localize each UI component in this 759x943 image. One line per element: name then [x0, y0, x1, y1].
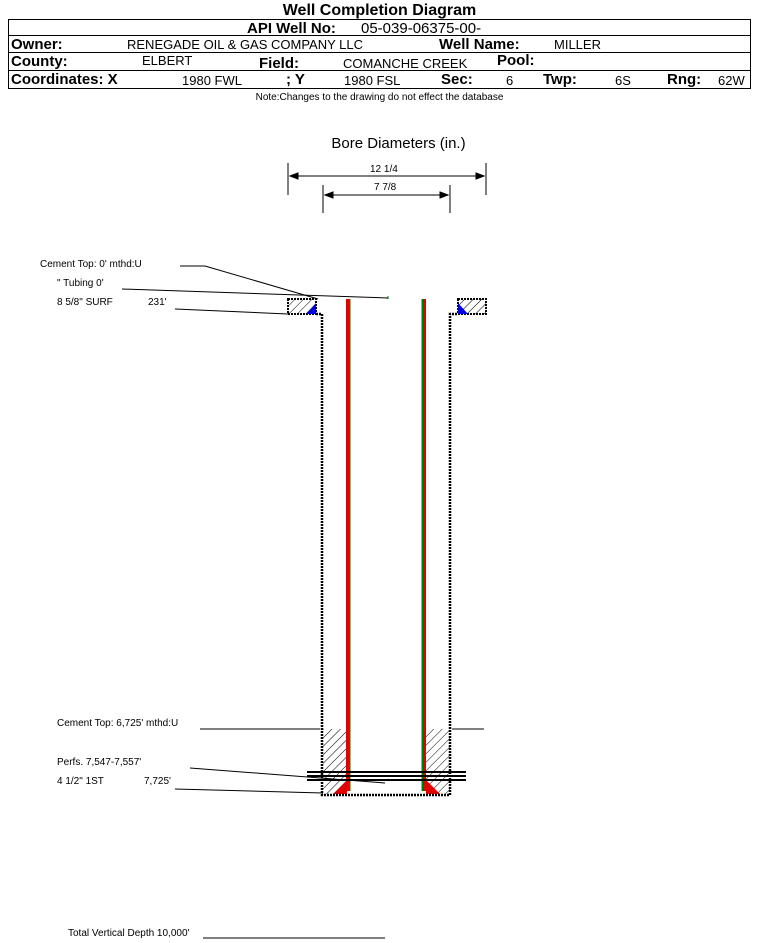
cement-top-2-label: Cement Top: 6,725' mthd:U [57, 718, 179, 729]
field-label: Field: [259, 55, 299, 72]
diagram-title: Well Completion Diagram [282, 2, 477, 19]
tubing [346, 296, 426, 791]
pool-label: Pool: [497, 52, 535, 69]
perforations [307, 771, 466, 781]
twp-label: Twp: [543, 71, 577, 88]
y-value: 1980 FSL [344, 73, 401, 88]
x-value: 1980 FWL [182, 73, 242, 88]
y-label: ; Y [286, 71, 305, 88]
surface-casing-depth: 231' [148, 297, 167, 308]
tvd-label: Total Vertical Depth 10,000' [68, 928, 190, 939]
county-value: ELBERT [142, 53, 193, 68]
sec-label: Sec: [441, 71, 473, 88]
leader-lines [121, 265, 484, 939]
api-label: API Well No: [247, 20, 336, 37]
owner-label: Owner: [11, 36, 63, 53]
api-value: 05-039-06375-00- [361, 20, 482, 37]
production-casing [316, 312, 458, 797]
field-value: COMANCHE CREEK [343, 56, 468, 71]
bore-dimensions [287, 163, 487, 213]
rng-label: Rng: [667, 71, 702, 88]
cement-wedge [306, 303, 316, 314]
note: Note:Changes to the drawing do not effec… [255, 92, 504, 103]
well-header-table: API Well No: 05-039-06375-00- Owner: REN… [8, 19, 751, 89]
twp-value: 6S [615, 73, 631, 88]
county-label: County: [11, 53, 68, 70]
well-name-label: Well Name: [439, 36, 520, 53]
surface-casing-label: 8 5/8" SURF [57, 297, 113, 308]
tubing-label: " Tubing 0' [57, 278, 104, 289]
perfs-label: Perfs. 7,547-7,557' [57, 757, 142, 768]
well-name-value: MILLER [554, 37, 601, 52]
coordinates-label: Coordinates: X [11, 71, 118, 88]
production-casing-label: 4 1/2" 1ST [57, 776, 104, 787]
cement-bottom [323, 729, 450, 794]
surface-casing [287, 298, 487, 315]
sec-value: 6 [506, 73, 514, 88]
production-casing-depth: 7,725' [144, 776, 171, 787]
owner-value: RENEGADE OIL & GAS COMPANY LLC [127, 37, 363, 52]
rng-value: 62W [718, 73, 745, 88]
bore-outer: 12 1/4 [370, 164, 398, 175]
cement-top-label: Cement Top: 0' mthd:U [40, 259, 142, 270]
bore-title: Bore Diameters (in.) [331, 135, 466, 152]
bore-inner: 7 7/8 [374, 182, 397, 193]
